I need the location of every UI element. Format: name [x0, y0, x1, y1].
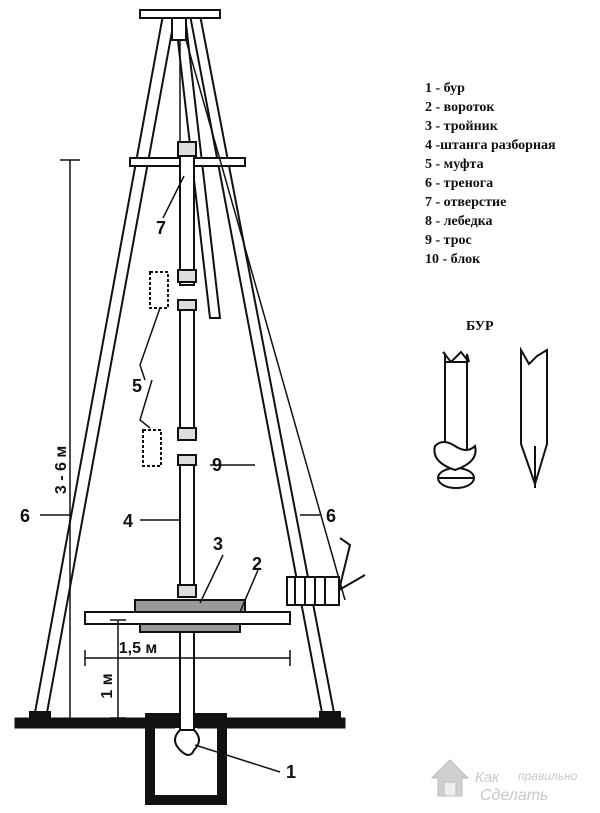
drill-bit-detail-left	[433, 350, 477, 489]
legend-item: 5 - муфта	[425, 157, 484, 172]
callout-2: 2	[252, 554, 262, 574]
height-dimension-label: 3 - 6 м	[53, 446, 70, 494]
callout-1: 1	[286, 762, 296, 782]
width-dimension	[84, 650, 291, 666]
coupling-parts	[142, 271, 169, 467]
legend-item: 1 - бур	[425, 81, 465, 96]
platform-dimension-label: 1 м	[99, 673, 116, 698]
drill-bit-detail-right	[520, 346, 548, 488]
legend-item: 10 - блок	[425, 252, 481, 267]
legend-item: 8 - лебедка	[425, 214, 493, 229]
width-dimension-label: 1,5 м	[119, 640, 158, 657]
callout-4: 4	[123, 511, 133, 531]
callout-7: 7	[156, 218, 166, 238]
watermark: Как правильно Сделать	[430, 759, 578, 804]
leader-lines	[40, 175, 320, 773]
legend-item: 2 - вороток	[425, 100, 495, 115]
watermark-line1: Как	[475, 769, 500, 786]
cable	[179, 39, 346, 601]
watermark-line2: правильно	[518, 769, 578, 783]
legend-item: 4 -штанга разборная	[425, 138, 556, 153]
drill-detail-title: БУР	[466, 319, 494, 334]
house-icon	[430, 759, 470, 797]
callout-3: 3	[213, 534, 223, 554]
callout-9: 9	[212, 455, 222, 475]
legend-item: 7 - отверстие	[425, 195, 506, 210]
height-dimension	[60, 159, 80, 721]
legend: 1 - бур 2 - вороток 3 - тройник 4 -штанг…	[425, 81, 556, 267]
callout-5: 5	[132, 376, 142, 396]
watermark-line3: Сделать	[480, 787, 548, 804]
turning-handle	[84, 599, 291, 633]
drill-rod	[177, 141, 197, 741]
callout-6-right: 6	[326, 506, 336, 526]
drill-bit	[174, 729, 200, 756]
legend-item: 9 - трос	[425, 233, 472, 248]
callout-6-left: 6	[20, 506, 30, 526]
legend-item: 3 - тройник	[425, 119, 499, 134]
platform-dimension	[110, 619, 126, 719]
legend-item: 6 - тренога	[425, 176, 493, 191]
winch	[286, 537, 366, 606]
